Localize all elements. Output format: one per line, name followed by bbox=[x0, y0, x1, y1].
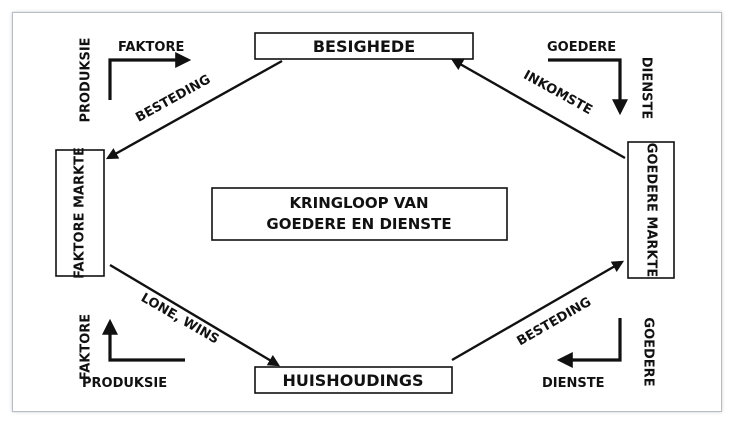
huishoudings-box bbox=[254, 366, 453, 394]
flow-label-top-left: BESTEDING bbox=[133, 72, 213, 125]
corner-arrow-top-left bbox=[108, 52, 192, 100]
corner-arrow-bottom-right bbox=[556, 318, 622, 368]
besighede-label: BESIGHEDE bbox=[313, 37, 415, 56]
arrow-goedere-markte-to-besighede bbox=[450, 58, 626, 160]
flow-label-bottom-right: BESTEDING bbox=[515, 295, 594, 350]
arrow-huishoudings-to-goedere-markte bbox=[451, 260, 625, 362]
goedere-markte-label: GOEDERE MARKTE bbox=[644, 143, 659, 278]
corner-top-right-horizontal: GOEDERE bbox=[547, 40, 616, 55]
huishoudings-label: HUISHOUDINGS bbox=[282, 371, 423, 390]
faktore-markte-label: FAKTORE MARKTE bbox=[73, 147, 88, 279]
corner-arrow-top-right bbox=[548, 58, 628, 116]
corner-bottom-left-vertical: FAKTORE bbox=[79, 314, 94, 380]
center-title-line-2: GOEDERE EN DIENSTE bbox=[266, 215, 451, 233]
corner-arrow-bottom-left bbox=[102, 318, 185, 362]
flow-label-bottom-left: LONE, WINS bbox=[138, 291, 221, 348]
arrow-faktore-markte-to-huishoudings bbox=[109, 263, 281, 367]
corner-top-left-horizontal: FAKTORE bbox=[118, 40, 184, 55]
center-title-line-1: KRINGLOOP VAN bbox=[289, 194, 428, 212]
faktore-markte-box bbox=[55, 149, 105, 277]
corner-bottom-right-horizontal: DIENSTE bbox=[542, 376, 605, 391]
flow-label-top-right: INKOMSTE bbox=[521, 68, 595, 118]
corner-top-right-vertical: DIENSTE bbox=[639, 57, 654, 120]
corner-top-left-vertical: PRODUKSIE bbox=[79, 37, 94, 122]
corner-bottom-left-horizontal: PRODUKSIE bbox=[82, 376, 167, 391]
goedere-markte-box bbox=[627, 141, 675, 279]
corner-bottom-right-vertical: GOEDERE bbox=[641, 317, 656, 386]
besighede-box bbox=[254, 32, 474, 60]
center-title-box bbox=[211, 187, 508, 241]
arrow-besighede-to-faktore-markte bbox=[105, 59, 283, 160]
